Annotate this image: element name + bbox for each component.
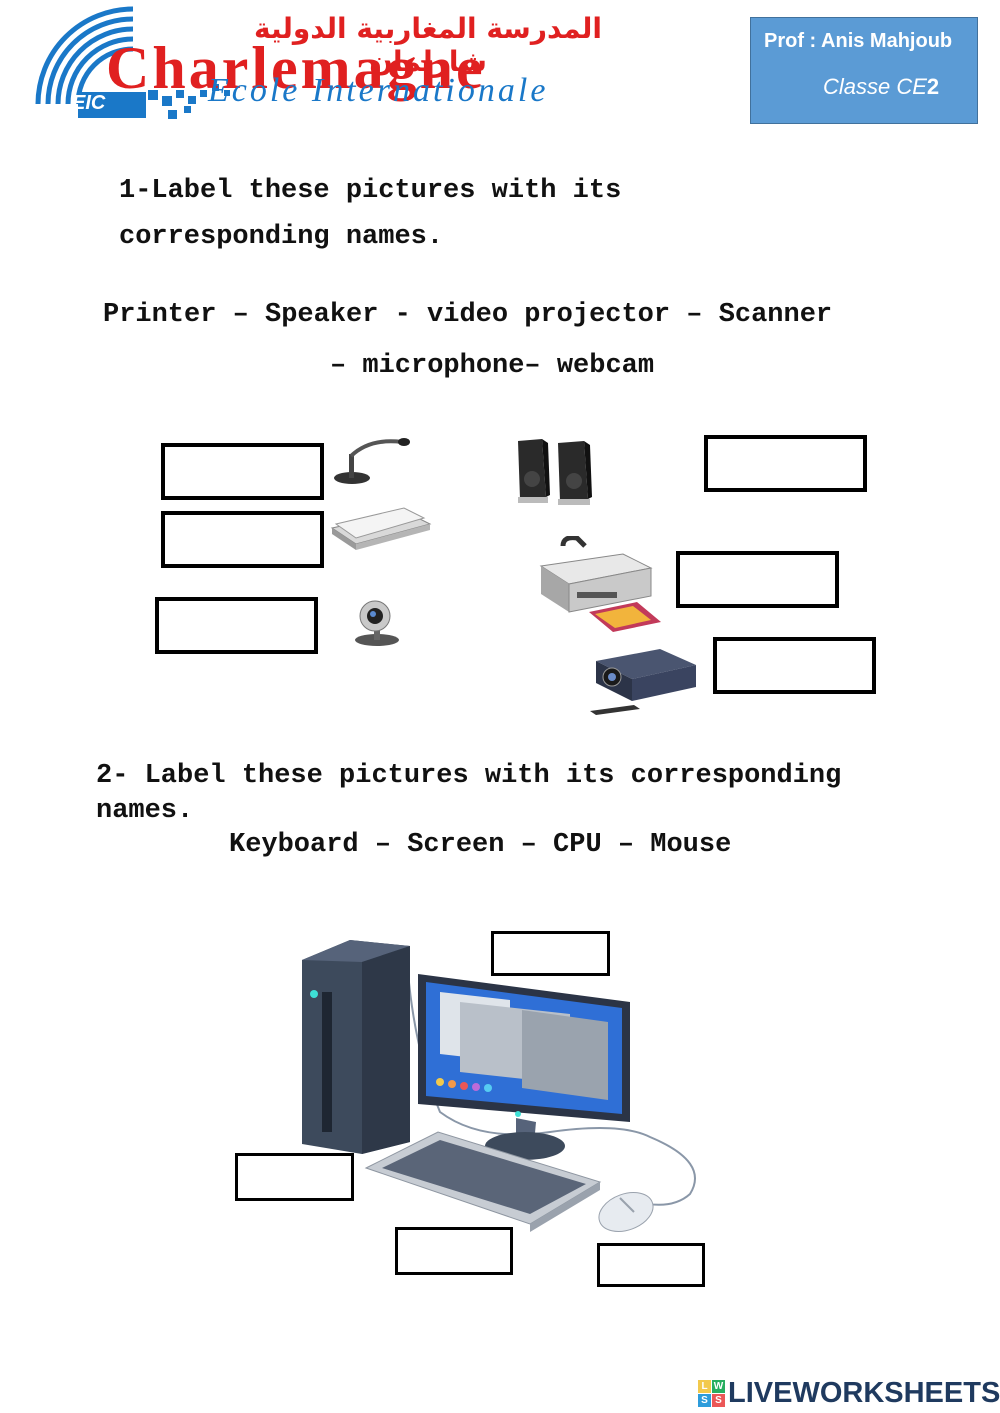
teacher-name: Prof : Anis Mahjoub xyxy=(764,30,953,52)
answer-box-scanner[interactable] xyxy=(161,511,324,568)
logo-swoosh-icon xyxy=(35,6,230,119)
logo-name: Charlemagne xyxy=(106,35,486,101)
section2-instruction-line2: names. xyxy=(96,796,194,826)
answer-box-keyboard[interactable] xyxy=(395,1227,513,1275)
desktop-computer-icon xyxy=(302,940,696,1232)
scanner-icon xyxy=(330,507,432,550)
logo-badge: EIC xyxy=(72,92,106,114)
speakers-icon xyxy=(518,439,592,505)
printer-icon xyxy=(539,536,661,632)
answer-box-webcam[interactable] xyxy=(155,597,318,654)
section1-word-bank-line1: Printer – Speaker - video projector – Sc… xyxy=(103,300,833,330)
liveworksheets-logo: L W S S LIVEWORKSHEETS xyxy=(698,1376,1000,1410)
class-label: Classe CE2 xyxy=(823,74,939,100)
icon-letter-l: L xyxy=(698,1379,711,1393)
class-number: 2 xyxy=(926,74,940,99)
section1-instruction-line1: 1-Label these pictures with its xyxy=(119,176,622,206)
liveworksheets-brand: LIVEWORKSHEETS xyxy=(728,1376,1000,1409)
video-projector-icon xyxy=(590,649,696,715)
school-logo: EIC المدرسة المغاربية الدولية شارلمان Ch… xyxy=(28,4,718,130)
answer-box-microphone[interactable] xyxy=(161,443,324,500)
answer-box-screen[interactable] xyxy=(491,931,610,976)
section2-word-bank: Keyboard – Screen – CPU – Mouse xyxy=(229,830,732,860)
liveworksheets-icon: L W S S xyxy=(698,1379,725,1407)
icon-letter-s1: S xyxy=(698,1393,711,1407)
answer-box-printer[interactable] xyxy=(676,551,839,608)
section1-instruction-line2: corresponding names. xyxy=(119,222,444,252)
icon-letter-s2: S xyxy=(712,1393,725,1407)
microphone-icon xyxy=(334,438,410,484)
webcam-icon xyxy=(355,600,399,646)
answer-box-projector[interactable] xyxy=(713,637,876,694)
section2-instruction-line1: 2- Label these pictures with its corresp… xyxy=(96,761,842,791)
answer-box-mouse[interactable] xyxy=(597,1243,705,1287)
icon-letter-w: W xyxy=(712,1379,725,1393)
answer-box-speaker[interactable] xyxy=(704,435,867,492)
section1-word-bank-line2: – microphone– webcam xyxy=(330,351,655,381)
answer-box-cpu[interactable] xyxy=(235,1153,354,1201)
arabic-school-name: المدرسة المغاربية الدولية شارلمان xyxy=(253,12,603,78)
logo-subtitle: Ecole Internationale xyxy=(208,72,549,109)
class-prefix: Classe CE xyxy=(823,74,927,99)
teacher-info-box: Prof : Anis Mahjoub Classe CE2 xyxy=(750,17,978,124)
